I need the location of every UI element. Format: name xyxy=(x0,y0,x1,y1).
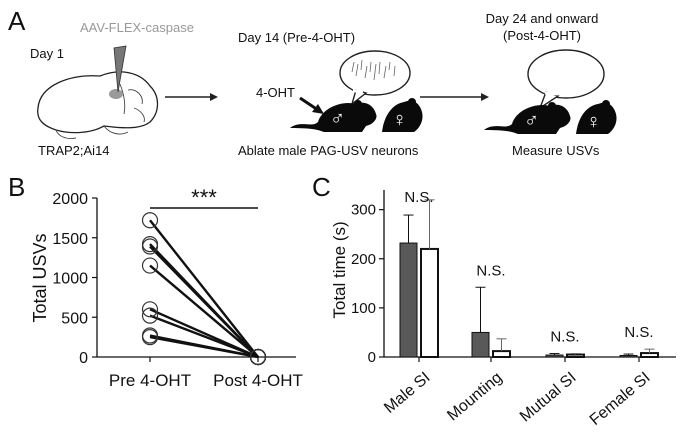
measure-label: Measure USVs xyxy=(512,143,600,158)
ablate-label: Ablate male PAG-USV neurons xyxy=(238,143,419,158)
timeline-arrow-1 xyxy=(165,93,218,101)
panel-b-point xyxy=(141,301,159,318)
panel-b-pair-line xyxy=(149,245,259,358)
panel-c-category-label: Mounting xyxy=(444,369,505,424)
panel-c-bar xyxy=(640,352,659,358)
pag-target-spot xyxy=(109,89,123,99)
female-mouse-icon-2 xyxy=(576,100,617,134)
panel-c-y-tick-label: 0 xyxy=(368,349,376,366)
panel-b-significance: *** xyxy=(191,185,217,210)
panel-b-point xyxy=(141,329,159,346)
panel-b-point xyxy=(249,348,267,366)
female-mouse-icon xyxy=(382,98,423,132)
panel-c-significance-labels: N.S. N.S. N.S. N.S. xyxy=(404,189,653,346)
virus-label: AAV-FLEX-caspase xyxy=(80,20,194,35)
panel-b-y-tick-label: 2000 xyxy=(52,191,88,208)
panel-c-bar xyxy=(492,350,511,359)
panel-b-points xyxy=(141,212,267,366)
panel-b-y-axis-title: Total USVs xyxy=(30,233,50,322)
panel-b-pair-line xyxy=(149,335,259,359)
panel-b-point xyxy=(141,307,159,324)
panel-c-category-label: Female SI xyxy=(587,369,654,429)
4-ohT-label: 4-OHT xyxy=(256,85,295,100)
panel-a: A AAV-FLEX-caspase Day 1 TRAP2;Ai14 Day … xyxy=(8,6,617,158)
panel-b-y-tick-label: 1500 xyxy=(52,231,88,248)
panel-c-y-axis-title: Total time (s) xyxy=(330,221,349,318)
male-symbol: ♂ xyxy=(330,108,345,130)
panel-b-y-tick-label: 0 xyxy=(79,350,88,367)
panel-b-pair-line xyxy=(149,264,259,358)
panel-c-y-tick-label: 100 xyxy=(351,300,376,317)
panel-c-bars xyxy=(399,199,659,359)
female-symbol: ♀ xyxy=(392,109,407,131)
panel-b-label: B xyxy=(8,172,25,202)
panel-b-pair-line xyxy=(149,219,259,358)
panel-b-category-1: Post 4-OHT xyxy=(213,371,303,390)
panel-c-y-tick-label: 200 xyxy=(351,251,376,268)
day24-line2: (Post-4-OHT) xyxy=(503,28,581,43)
panel-c-category-label: Male SI xyxy=(381,369,433,417)
day1-label: Day 1 xyxy=(30,46,64,61)
panel-c-significance: N.S. xyxy=(476,262,505,279)
panel-b-axes: 0 500 1000 1500 2000 xyxy=(52,191,296,367)
panel-b-y-tick-label: 500 xyxy=(61,310,88,327)
male-mouse-icon xyxy=(290,100,377,132)
panel-c-label: C xyxy=(312,172,331,202)
injection-needle-icon xyxy=(113,45,127,93)
panel-b-y-tick-label: 1000 xyxy=(52,271,88,288)
male-mouse-icon-2 xyxy=(484,102,571,134)
panel-b-point xyxy=(141,238,159,255)
panel-b-paired-lines xyxy=(149,219,259,359)
panel-b-pair-line xyxy=(149,314,259,359)
panel-b-point xyxy=(141,212,159,229)
empty-speech-bubble xyxy=(527,49,605,110)
panel-c-significance: N.S. xyxy=(550,329,579,346)
panel-c-y-tick-label: 300 xyxy=(351,202,376,219)
panel-c-bar xyxy=(399,242,418,358)
panel-c-bar xyxy=(420,247,439,358)
panel-c-category-label: Mutual SI xyxy=(517,369,580,425)
panel-c-bar xyxy=(619,355,638,358)
mouse-line-label: TRAP2;Ai14 xyxy=(38,143,110,158)
day14-label: Day 14 (Pre-4-OHT) xyxy=(238,30,355,45)
panel-c-bar xyxy=(471,331,490,358)
panel-b: B Total USVs 0 500 1000 1500 2000 *** Pre 4-… xyxy=(8,172,303,390)
male-symbol-2: ♂ xyxy=(524,110,539,132)
panel-b-category-0: Pre 4-OHT xyxy=(109,371,191,390)
panel-c-significance: N.S. xyxy=(624,324,653,341)
panel-c-bar xyxy=(566,353,585,359)
panel-c-significance: N.S. xyxy=(404,189,433,206)
day24-line1: Day 24 and onward xyxy=(486,11,599,26)
brain-illustration xyxy=(37,71,159,139)
panel-a-label: A xyxy=(8,6,26,36)
panel-b-point xyxy=(141,257,159,274)
female-symbol-2: ♀ xyxy=(586,111,601,133)
panel-c-bar xyxy=(545,354,564,358)
timeline-arrow-2 xyxy=(420,93,489,101)
speech-bubble-with-usvs xyxy=(339,50,411,106)
ohT-arrow xyxy=(299,96,324,114)
